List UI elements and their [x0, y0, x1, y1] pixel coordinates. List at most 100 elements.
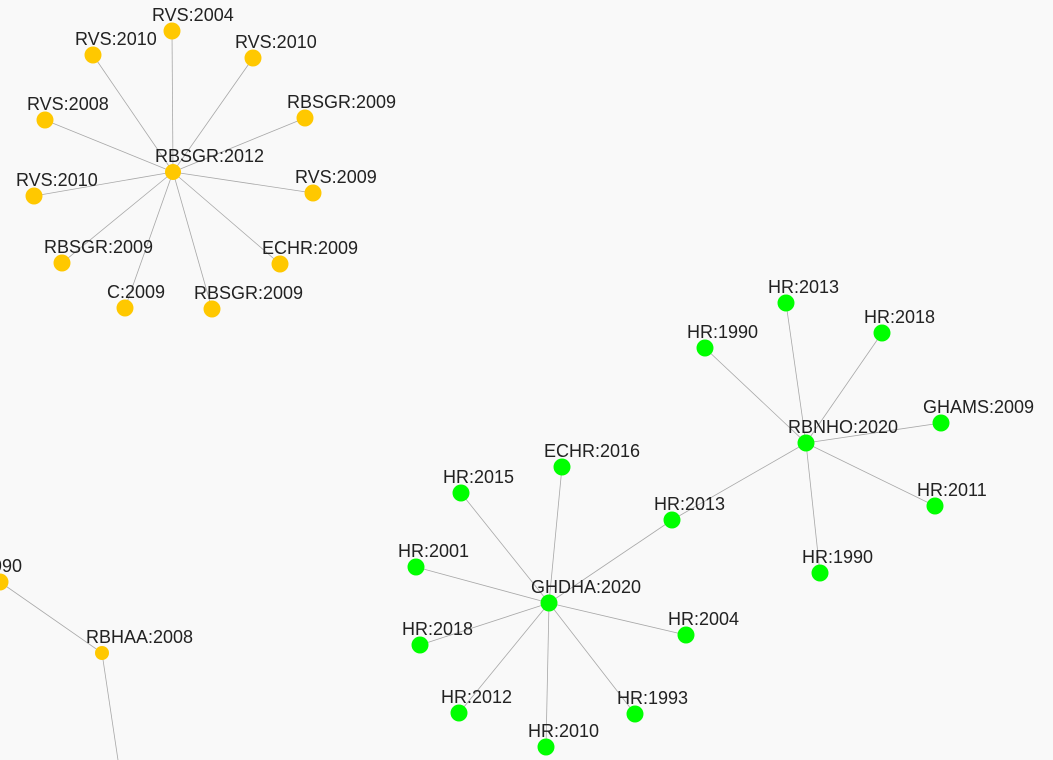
graph-edge: [805, 422, 942, 444]
graph-edge: [704, 347, 807, 444]
node-circle[interactable]: [677, 626, 695, 644]
graph-node[interactable]: HR:2013: [654, 494, 725, 529]
graph-node[interactable]: HR:1990: [687, 322, 758, 357]
node-circle[interactable]: [540, 594, 558, 612]
graph-node[interactable]: HR:1990: [802, 547, 873, 582]
graph-node[interactable]: ECHR:2016: [544, 441, 640, 476]
graph-node[interactable]: RBSGR:2009: [287, 92, 396, 127]
node-label: RVS:2010: [75, 29, 157, 49]
node-label: C:2009: [107, 282, 165, 302]
node-label: RBSGR:2009: [287, 92, 396, 112]
node-circle[interactable]: [926, 497, 944, 515]
graph-edge: [172, 117, 306, 173]
graph-node[interactable]: 1990: [0, 556, 22, 591]
node-circle[interactable]: [203, 300, 221, 318]
graph-node[interactable]: C:2009: [107, 282, 165, 317]
graph-edge: [545, 602, 550, 748]
node-circle[interactable]: [407, 558, 425, 576]
graph-edge: [548, 519, 673, 604]
node-label: HR:2004: [668, 609, 739, 629]
graph-node[interactable]: HR:2012: [441, 687, 512, 722]
graph-edge: [44, 119, 174, 173]
graph-node[interactable]: HR:2001: [398, 541, 469, 576]
node-circle[interactable]: [663, 511, 681, 529]
graph-hub-node[interactable]: RBNHO:2020: [788, 417, 898, 452]
graph-edge: [172, 57, 254, 173]
node-circle[interactable]: [873, 324, 891, 342]
node-label: GHDHA:2020: [531, 577, 641, 597]
graph-node[interactable]: HR:2010: [528, 721, 599, 756]
graph-hub-node[interactable]: RBHAA:2008: [86, 627, 193, 660]
node-circle[interactable]: [271, 255, 289, 273]
graph-node[interactable]: HR:2018: [864, 307, 935, 342]
graph-edge: [548, 602, 636, 715]
node-circle[interactable]: [165, 164, 181, 180]
graph-edge: [92, 54, 174, 173]
graph-node[interactable]: HR:1993: [617, 688, 688, 723]
node-circle[interactable]: [116, 299, 134, 317]
node-circle[interactable]: [626, 705, 644, 723]
graph-node[interactable]: RVS:2010: [75, 29, 157, 64]
node-circle[interactable]: [84, 46, 102, 64]
node-label: 1990: [0, 556, 22, 576]
node-circle[interactable]: [452, 484, 470, 502]
node-circle[interactable]: [811, 564, 829, 582]
node-label: GHAMS:2009: [923, 397, 1034, 417]
node-label: HR:2011: [917, 480, 987, 500]
node-circle[interactable]: [553, 458, 571, 476]
graph-hub-node[interactable]: RBSGR:2012: [155, 146, 264, 180]
graph-edge: [33, 171, 174, 197]
node-label: HR:2012: [441, 687, 512, 707]
node-circle[interactable]: [696, 339, 714, 357]
node-circle[interactable]: [777, 294, 795, 312]
node-circle[interactable]: [304, 184, 322, 202]
node-circle[interactable]: [0, 573, 9, 591]
graph-node[interactable]: GHAMS:2009: [923, 397, 1034, 432]
node-circle[interactable]: [537, 738, 555, 756]
node-label: RBSGR:2009: [194, 283, 303, 303]
node-circle[interactable]: [797, 434, 815, 452]
node-circle[interactable]: [36, 111, 54, 129]
graph-hub-node[interactable]: GHDHA:2020: [531, 577, 641, 612]
graph-edge: [548, 466, 563, 604]
graph-node[interactable]: HR:2018: [402, 619, 473, 654]
graph-edge: [460, 492, 550, 604]
node-circle[interactable]: [450, 704, 468, 722]
graph-node[interactable]: HR:2015: [443, 467, 514, 502]
graph-node[interactable]: RBSGR:2009: [194, 283, 303, 318]
node-label: HR:2018: [864, 307, 935, 327]
node-label: HR:2013: [654, 494, 725, 514]
node-label: RVS:2010: [16, 170, 98, 190]
node-label: RBNHO:2020: [788, 417, 898, 437]
node-circle[interactable]: [95, 646, 109, 660]
graph-edge: [171, 30, 174, 173]
graph-node[interactable]: HR:2011: [917, 480, 987, 515]
node-label: RVS:2008: [27, 94, 109, 114]
node-circle[interactable]: [53, 254, 71, 272]
graph-node[interactable]: RVS:2010: [235, 32, 317, 67]
graph-node[interactable]: RVS:2010: [16, 170, 98, 205]
node-circle[interactable]: [25, 187, 43, 205]
graph-edge: [805, 442, 821, 574]
graph-edge: [805, 332, 883, 444]
node-circle[interactable]: [932, 414, 950, 432]
node-circle[interactable]: [296, 109, 314, 127]
graph-node[interactable]: HR:2004: [668, 609, 739, 644]
node-label: ECHR:2009: [262, 238, 358, 258]
graph-edge: [458, 602, 550, 714]
node-label: RBSGR:2009: [44, 237, 153, 257]
node-circle[interactable]: [244, 49, 262, 67]
graph-node[interactable]: ECHR:2009: [262, 238, 358, 273]
graph-node[interactable]: RVS:2004: [152, 5, 234, 40]
graph-node[interactable]: RVS:2008: [27, 94, 109, 129]
graph-node[interactable]: RBSGR:2009: [44, 237, 153, 272]
graph-edge: [172, 171, 281, 265]
graph-node[interactable]: RVS:2009: [295, 167, 377, 202]
node-circle[interactable]: [411, 636, 429, 654]
node-circle[interactable]: [163, 22, 181, 40]
node-label: RVS:2010: [235, 32, 317, 52]
edge-layer: [0, 30, 942, 760]
graph-node[interactable]: HR:2013: [768, 277, 839, 312]
